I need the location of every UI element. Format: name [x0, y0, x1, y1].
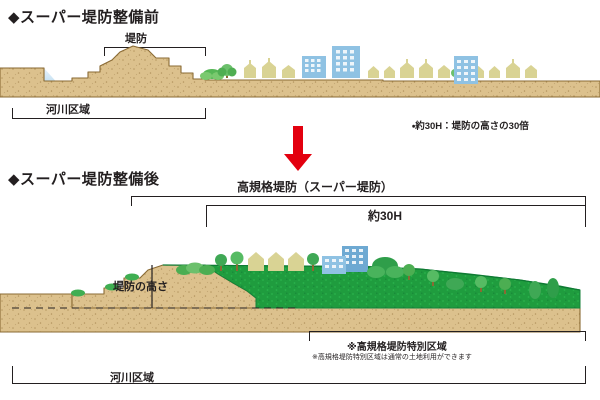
width-30h-bracket	[206, 205, 586, 227]
house-icon	[506, 59, 520, 78]
special-zone-note: ※高規格堤防特別区域は通常の土地利用ができます	[312, 354, 472, 361]
tree-icon	[475, 276, 487, 292]
tree-icon	[215, 254, 227, 271]
house-icon	[282, 65, 295, 78]
high-standard-levee-bracket	[131, 196, 586, 206]
tree-icon	[367, 257, 404, 278]
levee-height-label: 堤防の高さ	[113, 281, 168, 293]
tree-icon	[176, 262, 215, 275]
tree-icon	[403, 264, 415, 280]
tree-icon	[529, 281, 541, 299]
building-icon	[302, 56, 326, 78]
house-icon	[384, 66, 395, 78]
house-icon	[489, 66, 500, 78]
house-icon	[288, 252, 304, 271]
townscape-after	[176, 246, 559, 299]
grass-tuft-group	[71, 273, 139, 297]
levee-width-bracket	[104, 47, 206, 56]
section-title-before: ◆スーパー堤防整備前	[8, 9, 160, 26]
townscape-before	[217, 46, 537, 78]
building-icon	[332, 46, 360, 78]
house-icon	[438, 65, 450, 78]
river-zone-bracket-before	[12, 108, 206, 119]
river-zone-label-before: 河川区域	[46, 104, 90, 116]
tree-icon	[427, 270, 439, 286]
tree-icon	[307, 253, 319, 271]
building-icon-far-right-before	[454, 56, 478, 84]
building-icon	[322, 256, 346, 274]
tree-icon	[217, 64, 237, 78]
special-zone-label: ※高規格堤防特別区域	[347, 342, 447, 353]
house-icon	[244, 60, 256, 78]
house-icon	[419, 59, 433, 78]
section-title-after: ◆スーパー堤防整備後	[8, 171, 160, 188]
house-icon	[368, 66, 379, 78]
house-icon	[525, 65, 537, 78]
terrain-after	[0, 264, 581, 333]
width-30h-label: 約30H	[368, 209, 403, 223]
river-zone-bracket-after	[12, 366, 586, 384]
house-icon	[400, 59, 414, 78]
tree-icon	[547, 278, 559, 298]
building-icon	[342, 246, 368, 272]
scale-note-before: ・約30H：堤防の高さの30倍	[412, 121, 529, 132]
special-zone-bracket	[309, 331, 586, 341]
river-zone-label-after: 河川区域	[110, 372, 154, 384]
tree-icon	[499, 278, 511, 294]
down-arrow-icon	[284, 126, 312, 171]
house-icon	[268, 252, 284, 271]
high-standard-levee-label: 高規格堤防（スーパー堤防）	[237, 180, 393, 194]
house-icon	[262, 58, 276, 78]
house-icon	[248, 252, 264, 271]
tree-icon	[446, 278, 464, 290]
tree-icon	[230, 251, 244, 271]
terrain-before	[0, 45, 600, 98]
levee-label-before: 堤防	[125, 33, 147, 45]
